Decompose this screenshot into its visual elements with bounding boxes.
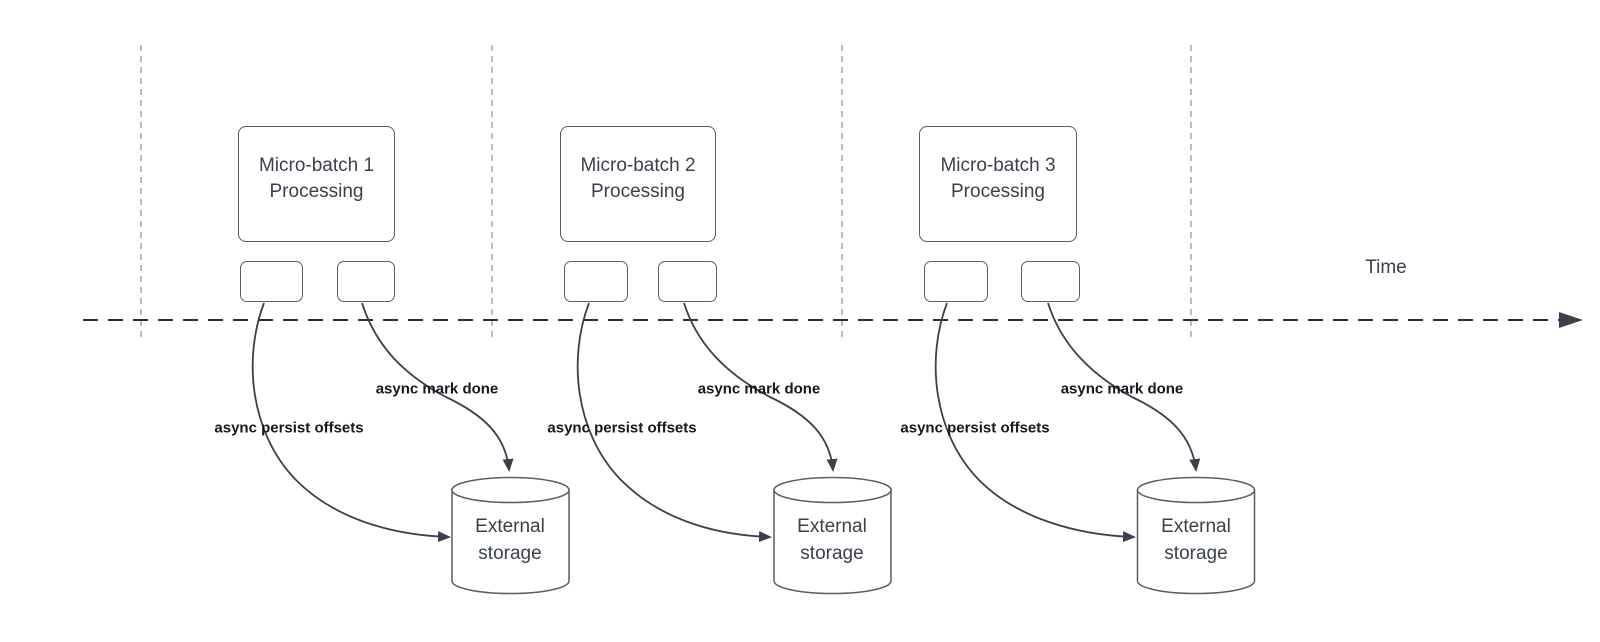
persist-offsets-label-2: async persist offsets [547,419,697,437]
micro-batch-2-title-line1: Micro-batch 2 [580,155,696,176]
mark-done-task-box-2 [658,261,717,302]
external-storage-label-1: External storage [475,516,545,564]
persist-offsets-arrow-2 [576,302,772,543]
persist-offsets-task-box-1 [240,261,303,302]
external-storage-cylinder-1 [451,476,570,595]
micro-batch-1-box: Micro-batch 1 Processing [238,126,395,242]
mark-done-task-box-1 [337,261,395,302]
micro-batch-3-title-line2: Processing [951,181,1045,202]
micro-batch-3-title-line1: Micro-batch 3 [940,155,1056,176]
external-storage-cylinder-2 [773,476,892,595]
time-axis-label: Time [1365,257,1407,278]
external-storage-cylinder-3 [1136,476,1256,595]
persist-offsets-task-box-3 [924,261,988,302]
persist-offsets-label-3: async persist offsets [900,419,1050,437]
micro-batch-2-title-line2: Processing [591,181,685,202]
mark-done-task-box-3 [1021,261,1080,302]
mark-done-label-1: async mark done [375,380,499,398]
micro-batch-1-title-line2: Processing [269,181,364,202]
mark-done-arrow-2 [683,302,838,472]
mark-done-label-2: async mark done [697,380,821,398]
mark-done-arrow-1 [361,302,514,472]
micro-batch-3-box: Micro-batch 3 Processing [919,126,1077,242]
external-storage-label-3: External storage [1161,516,1231,564]
micro-batch-2-box: Micro-batch 2 Processing [560,126,716,242]
micro-batch-1-title-line1: Micro-batch 1 [258,155,375,176]
persist-offsets-label-1: async persist offsets [214,419,364,437]
external-storage-label-2: External storage [797,516,867,564]
persist-offsets-arrow-3 [934,302,1136,543]
persist-offsets-arrow-1 [251,302,451,543]
mark-done-label-3: async mark done [1060,380,1184,398]
mark-done-arrow-3 [1047,302,1201,472]
persist-offsets-task-box-2 [564,261,628,302]
